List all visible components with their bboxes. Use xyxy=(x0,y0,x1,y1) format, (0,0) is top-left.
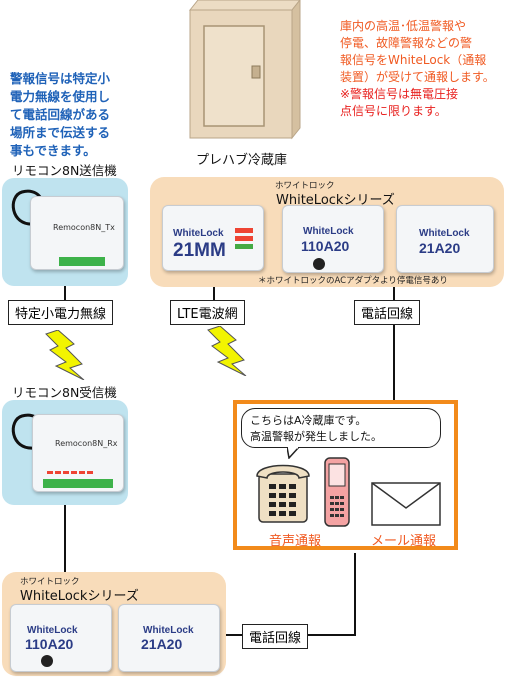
right-note-warning: ※警報信号は無電圧接 xyxy=(340,87,459,101)
transmitter-device: Remocon8N_Tx xyxy=(30,196,124,270)
device-model: 21MM xyxy=(173,240,226,261)
mobile-phone-icon xyxy=(324,457,350,527)
mail-notification-label: メール通報 xyxy=(371,534,437,549)
voice-notification-label: 音声通報 xyxy=(269,534,322,549)
device-model: 21A20 xyxy=(141,636,183,652)
receiver-label: リモコン8N受信機 xyxy=(12,385,117,400)
device-brand: WhiteLock xyxy=(143,625,194,636)
receiver-panel: Remocon8N_Rx xyxy=(2,400,128,505)
freezer-label: プレハブ冷蔵庫 xyxy=(196,153,288,168)
line-transmitter-to-radio-label xyxy=(64,285,66,301)
top-series-panel: ホワイトロック WhiteLockシリーズ WhiteLock 21MM Whi… xyxy=(150,177,504,287)
left-note: 警報信号は特定小 電力無線を使用し て電話回線がある 場所まで伝送する 事もでき… xyxy=(10,70,140,160)
right-note: 庫内の高温･低温警報や 停電、故障警報などの警 報信号をWhiteLock（通報… xyxy=(340,18,504,120)
line-lte-label-connector xyxy=(213,287,215,301)
transmitter-label: リモコン8N送信機 xyxy=(12,163,117,178)
line-bottom-phone-vertical xyxy=(354,553,356,635)
device-brand: WhiteLock xyxy=(419,228,470,239)
desk-phone-icon xyxy=(256,464,310,523)
device-110a20: WhiteLock 110A20 xyxy=(282,205,384,273)
lightning-icon xyxy=(207,326,247,376)
transmitter-panel: Remocon8N_Tx xyxy=(2,178,128,286)
right-note-warning: 点信号に限ります。 xyxy=(340,104,447,118)
device-model: 110A20 xyxy=(301,238,350,254)
bottom-series-title: WhiteLockシリーズ xyxy=(20,589,139,604)
receiver-device-text: Remocon8N_Rx xyxy=(55,439,118,448)
mail-envelope-icon xyxy=(371,482,441,526)
speech-bubble: こちらはA冷蔵庫です。 高温警報が発生しました。 xyxy=(241,408,441,448)
right-note-line: 停電、故障警報などの警 xyxy=(340,36,473,50)
phone-line-label-bottom: 電話回線 xyxy=(242,624,309,649)
device-model: 21A20 xyxy=(419,240,461,256)
device-brand: WhiteLock xyxy=(173,228,224,239)
freezer-illustration xyxy=(186,0,304,142)
left-note-line: て電話回線がある xyxy=(10,107,111,122)
top-series-footnote: ＊ホワイトロックのACアダプタより停電信号あり xyxy=(258,276,448,286)
lte-link-label: LTE電波網 xyxy=(170,300,245,325)
speech-line: こちらはA冷蔵庫です。 xyxy=(250,414,367,427)
top-series-title: WhiteLockシリーズ xyxy=(276,193,395,208)
device-model: 110A20 xyxy=(25,636,74,652)
terminal-block xyxy=(59,257,105,266)
power-button xyxy=(313,258,325,270)
notification-box: こちらはA冷蔵庫です。 高温警報が発生しました。 音声通報 メール通報 xyxy=(233,400,458,550)
top-series-maker: ホワイトロック xyxy=(275,181,335,191)
radio-link-label: 特定小電力無線 xyxy=(8,300,114,325)
lightning-icon xyxy=(45,330,85,380)
power-button xyxy=(41,655,53,667)
bottom-series-panel: ホワイトロック WhiteLockシリーズ WhiteLock 110A20 W… xyxy=(2,572,226,676)
bottom-series-maker: ホワイトロック xyxy=(20,577,80,587)
line-top-phone-connector xyxy=(393,287,395,301)
right-note-line: 報信号をWhiteLock（通報 xyxy=(340,53,487,67)
left-note-line: 電力無線を使用し xyxy=(10,89,111,104)
status-leds xyxy=(47,459,95,478)
device-21a20-bottom: WhiteLock 21A20 xyxy=(118,604,220,672)
left-note-line: 場所まで伝送する xyxy=(10,125,111,140)
device-brand: WhiteLock xyxy=(27,625,78,636)
terminal-block xyxy=(43,479,113,488)
line-receiver-to-bottom-panel xyxy=(64,505,66,573)
device-brand: WhiteLock xyxy=(303,226,354,237)
speech-bubble-tail xyxy=(287,447,301,459)
left-note-line: 警報信号は特定小 xyxy=(10,71,111,86)
status-leds xyxy=(235,228,253,249)
right-note-line: 装置）が受けて通報します。 xyxy=(340,70,495,84)
right-note-line: 庫内の高温･低温警報や xyxy=(340,19,467,33)
speech-line: 高温警報が発生しました。 xyxy=(250,430,382,443)
device-21mm: WhiteLock 21MM xyxy=(162,205,264,271)
left-note-line: 事もできます。 xyxy=(10,143,96,158)
device-110a20-bottom: WhiteLock 110A20 xyxy=(10,604,112,672)
phone-line-label-top: 電話回線 xyxy=(354,300,421,325)
transmitter-device-text: Remocon8N_Tx xyxy=(53,223,115,232)
receiver-device: Remocon8N_Rx xyxy=(32,414,124,492)
line-top-phone-vertical xyxy=(393,320,395,400)
device-21a20: WhiteLock 21A20 xyxy=(396,205,494,273)
